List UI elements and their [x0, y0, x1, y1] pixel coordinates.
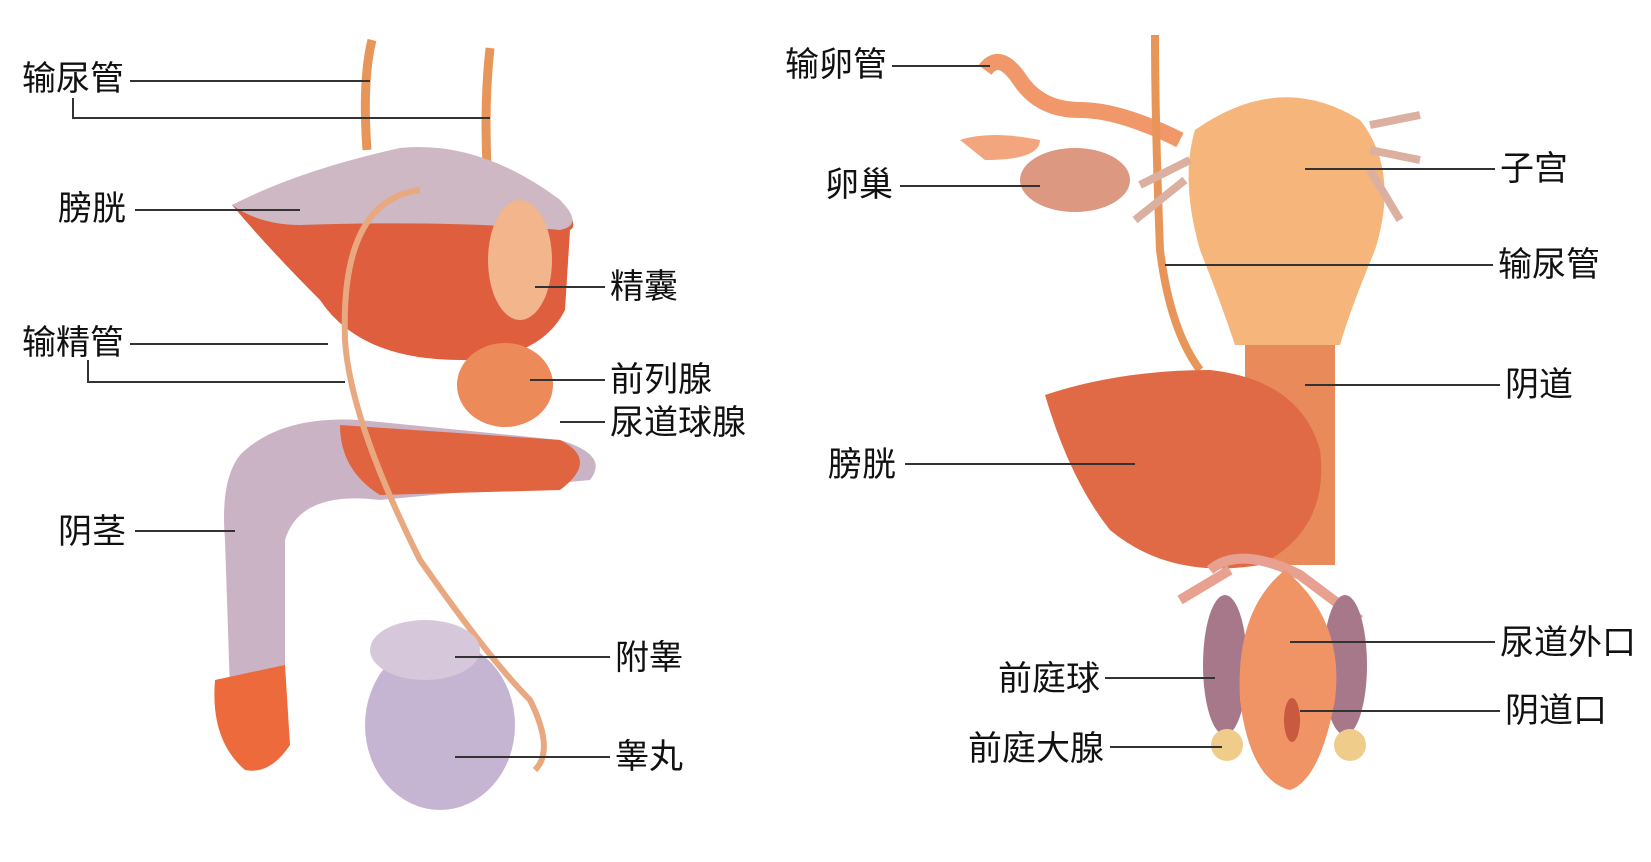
leader-male-penis [135, 530, 235, 532]
label-female-ovary: 卵巢 [825, 165, 893, 205]
label-female-ureter: 输尿管 [1498, 245, 1600, 285]
leader-male-bulbourethral-gland [560, 421, 605, 423]
male-left-ureter [360, 38, 377, 151]
label-female-vagina: 阴道 [1505, 365, 1573, 405]
leader-female-vagina [1305, 384, 1500, 386]
label-male-vas-deferens: 输精管 [22, 323, 124, 363]
male-penis-muscle [340, 425, 580, 495]
label-male-bulbourethral-gland: 尿道球腺 [610, 403, 746, 443]
label-female-fallopian-tube: 输卵管 [785, 45, 887, 85]
leader-male-ureter-1 [130, 80, 370, 82]
female-left-greater-vestibular-gland [1211, 729, 1243, 761]
female-uterus [1188, 97, 1385, 345]
leader-male-epididymis [455, 656, 610, 658]
label-female-uterus: 子宫 [1500, 149, 1568, 189]
leader-male-vas-deferens-1 [130, 343, 328, 345]
label-female-vestibular-bulb: 前庭球 [998, 659, 1100, 699]
leader-female-greater-vestibular-gland [1110, 746, 1222, 748]
male-glans [214, 665, 290, 771]
label-male-penis: 阴茎 [58, 512, 126, 552]
male-vas-deferens [341, 187, 547, 773]
label-male-bladder: 膀胱 [58, 189, 126, 229]
leader-female-urethral-orifice [1290, 641, 1495, 643]
label-female-bladder: 膀胱 [828, 445, 896, 485]
label-female-vaginal-orifice: 阴道口 [1505, 691, 1607, 731]
label-male-prostate: 前列腺 [610, 360, 712, 400]
male-testis [365, 640, 515, 810]
leader-male-seminal-vesicle [535, 286, 605, 288]
leader-male-testis [455, 756, 610, 758]
leader-female-bladder [905, 463, 1135, 465]
female-right-greater-vestibular-gland [1334, 729, 1366, 761]
leader-male-ureter-2a [72, 98, 74, 118]
male-bladder-peritoneum [232, 147, 573, 230]
leader-female-ovary [900, 185, 1040, 187]
female-vestibule [1239, 570, 1337, 790]
female-left-vestibular-bulb [1203, 595, 1247, 735]
leader-female-vaginal-orifice [1300, 710, 1500, 712]
label-female-urethral-orifice: 尿道外口 [1500, 623, 1636, 663]
male-seminal-vesicle [488, 200, 552, 320]
label-male-testis: 睾丸 [615, 737, 683, 777]
leader-female-fallopian-tube [892, 65, 990, 67]
leader-male-vas-deferens-2a [87, 360, 89, 382]
female-fimbriae [960, 135, 1040, 160]
female-ovary [1020, 148, 1130, 212]
leader-male-prostate [530, 379, 605, 381]
leader-male-vas-deferens-2b [87, 381, 345, 383]
male-epididymis [370, 620, 480, 680]
label-female-greater-vestibular-gland: 前庭大腺 [968, 729, 1104, 769]
leader-female-ureter [1165, 264, 1493, 266]
label-male-ureter: 输尿管 [22, 59, 124, 99]
male-prostate [457, 343, 553, 427]
female-bladder [1045, 370, 1322, 569]
leader-male-bladder [135, 209, 300, 211]
female-fallopian-tube [978, 54, 1184, 148]
leader-female-uterus [1305, 168, 1495, 170]
label-male-epididymis: 附睾 [615, 638, 683, 678]
label-male-seminal-vesicle: 精囊 [610, 267, 678, 307]
leader-female-vestibular-bulb [1105, 677, 1215, 679]
female-ureter [1151, 34, 1204, 373]
leader-male-ureter-2b [72, 117, 490, 119]
